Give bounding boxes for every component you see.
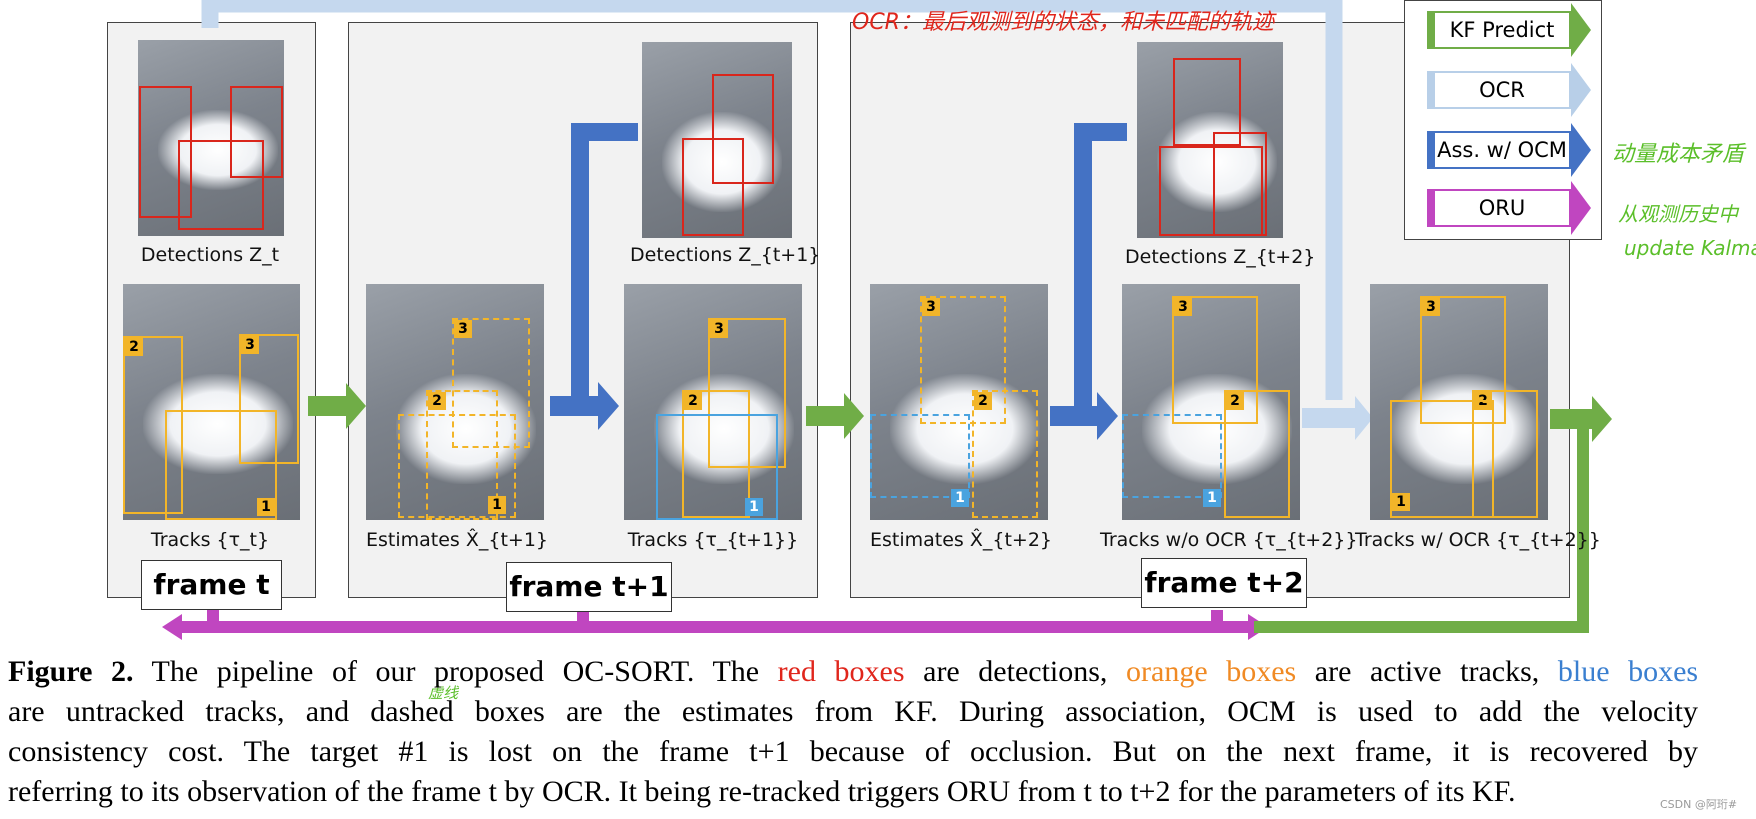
caption-tracks-wo-ocr: Tracks w/o OCR {τ_{t+2}} xyxy=(1100,529,1358,551)
caption-tracks-t1: Tracks {τ_{t+1}} xyxy=(627,529,799,551)
caption-orange-boxes: orange boxes xyxy=(1126,655,1297,688)
image-tracks-wo-ocr: 3 2 1 xyxy=(1122,284,1300,520)
legend-ocr: OCR xyxy=(1427,71,1571,109)
track-id-2: 2 xyxy=(684,392,702,410)
legend-oru-arrow-icon xyxy=(1571,181,1591,235)
image-estimates-t2: 3 2 1 xyxy=(870,284,1048,520)
track-id-3: 3 xyxy=(922,298,940,316)
track-id-3: 3 xyxy=(710,320,728,338)
kf-arrow-2 xyxy=(806,393,864,439)
ass-arrow-2 xyxy=(1050,392,1118,440)
image-tracks-t: 2 3 1 xyxy=(123,284,300,520)
caption-blue-boxes: blue boxes xyxy=(1557,655,1699,688)
track-id-3: 3 xyxy=(1174,298,1192,316)
caption-red-boxes: red boxes xyxy=(777,655,905,688)
frame-label-t1: frame t+1 xyxy=(506,562,672,612)
image-detections-t2 xyxy=(1137,42,1283,238)
ass-connector-2 xyxy=(1074,123,1127,416)
legend-ass-arrow-icon xyxy=(1571,123,1591,177)
caption-text: are active tracks, xyxy=(1314,655,1540,688)
oru-tick-3 xyxy=(1211,610,1223,628)
legend-oru: ORU xyxy=(1427,189,1571,227)
track-id-3: 3 xyxy=(241,336,259,354)
legend-oru-label: ORU xyxy=(1478,196,1526,220)
kf-arrow-1 xyxy=(308,383,366,429)
caption-tracks-w-ocr: Tracks w/ OCR {τ_{t+2}} xyxy=(1355,529,1601,551)
caption-estimates-t1: Estimates X̂_{t+1} xyxy=(366,529,549,551)
caption-tracks-t: Tracks {τ_t} xyxy=(150,529,270,551)
track-id-2: 2 xyxy=(974,392,992,410)
ass-arrow-1 xyxy=(550,382,619,430)
figure-caption: Figure 2. The pipeline of our proposed O… xyxy=(8,652,1698,812)
legend-kf-label: KF Predict xyxy=(1449,18,1555,42)
legend-kf-arrow-icon xyxy=(1571,3,1591,57)
track-id-1: 1 xyxy=(1203,489,1221,507)
handwritten-ass-note: 动量成本矛盾 xyxy=(1612,142,1745,167)
oru-arrow-left xyxy=(162,614,182,640)
frame-label-t2: frame t+2 xyxy=(1141,558,1307,608)
legend-ocr-label: OCR xyxy=(1479,78,1525,102)
track-id-3: 3 xyxy=(454,320,472,338)
track-id-1: 1 xyxy=(1392,493,1410,511)
caption-line-2: are untracked tracks, and dashed boxes a… xyxy=(8,695,1698,728)
handwritten-oru-note-1: 从观测历史中 xyxy=(1618,202,1738,226)
caption-detections-t2: Detections Z_{t+2} xyxy=(1125,246,1316,268)
ass-connector-1 xyxy=(571,123,638,406)
legend: KF Predict OCR Ass. w/ OCM ORU xyxy=(1404,0,1602,240)
image-tracks-t1: 3 2 1 xyxy=(624,284,802,520)
caption-estimates-t2: Estimates X̂_{t+2} xyxy=(870,529,1053,551)
caption-line-3: consistency cost. The target #1 is lost … xyxy=(8,735,1698,768)
oru-tick-2 xyxy=(577,610,589,628)
handwritten-ocr-note: OCR：最后观测到的状态，和未匹配的轨迹 xyxy=(852,10,1274,35)
caption-text: The pipeline of our proposed OC-SORT. Th… xyxy=(151,655,760,688)
pipeline-arrows xyxy=(162,0,1612,640)
kf-arrow-3 xyxy=(1550,396,1612,442)
frame-label-t: frame t xyxy=(141,560,282,610)
track-id-2: 2 xyxy=(125,338,143,356)
watermark: CSDN @阿珩# xyxy=(1660,798,1738,811)
track-id-2: 2 xyxy=(1226,392,1244,410)
track-id-1: 1 xyxy=(951,489,969,507)
image-detections-t xyxy=(138,40,284,236)
kf-feedback-connector xyxy=(1254,425,1589,633)
handwritten-dashed-note: 虚线 xyxy=(428,684,459,702)
ocr-arrow xyxy=(1302,396,1373,440)
legend-ass-label: Ass. w/ OCM xyxy=(1437,138,1567,162)
legend-ass-ocm: Ass. w/ OCM xyxy=(1427,131,1571,169)
caption-figure-number: Figure 2. xyxy=(8,655,134,688)
legend-kf-predict: KF Predict xyxy=(1427,11,1571,49)
caption-text: are detections, xyxy=(923,655,1108,688)
caption-line-1: Figure 2. The pipeline of our proposed O… xyxy=(8,652,1698,692)
ocr-connector xyxy=(201,0,1343,400)
oru-tick-1 xyxy=(207,610,219,628)
track-id-2: 2 xyxy=(428,392,446,410)
image-detections-t1 xyxy=(642,42,792,238)
caption-detections-t1: Detections Z_{t+1} xyxy=(630,244,821,266)
handwritten-oru-note-2: update Kalman xyxy=(1624,236,1756,260)
legend-ocr-arrow-icon xyxy=(1571,63,1591,117)
track-id-1: 1 xyxy=(745,498,763,516)
caption-detections-t: Detections Z_t xyxy=(140,244,280,266)
track-id-1: 1 xyxy=(257,498,275,516)
image-tracks-w-ocr: 3 2 1 xyxy=(1370,284,1548,520)
track-id-1: 1 xyxy=(488,496,506,514)
image-estimates-t1: 3 2 1 xyxy=(366,284,544,520)
caption-line-4: referring to its observation of the fram… xyxy=(8,775,1516,808)
track-id-3: 3 xyxy=(1422,298,1440,316)
